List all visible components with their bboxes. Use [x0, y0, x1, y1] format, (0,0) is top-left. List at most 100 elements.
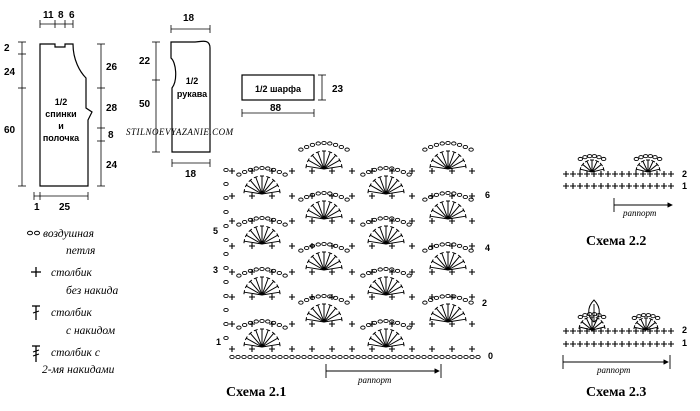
- dc-stitch: [261, 176, 269, 195]
- sc-stitch: [249, 243, 255, 249]
- dc-stitch: [385, 229, 399, 245]
- dc-stitch-top: [338, 311, 342, 316]
- schema-2-3-title: Схема 2.3: [586, 385, 646, 400]
- sc-stitch: [229, 321, 235, 327]
- chain-stitch: [242, 219, 248, 225]
- dc-stitch: [370, 337, 387, 348]
- chain-stitch: [577, 156, 583, 162]
- dc-stitch-top: [315, 251, 320, 255]
- sc-stitch: [369, 243, 375, 249]
- sc-stitch: [469, 218, 475, 224]
- sc-icon: [31, 267, 41, 277]
- dc-stitch-top: [333, 153, 338, 157]
- sc-stitch: [369, 193, 375, 199]
- dc-stitch-top: [340, 164, 343, 169]
- dc-stitch: [323, 255, 337, 271]
- dc-stitch: [379, 329, 387, 348]
- sc-stitch: [429, 168, 435, 174]
- chain-stitch: [259, 266, 265, 272]
- dim-24-right: 24: [106, 160, 118, 171]
- dc-stitch: [368, 190, 387, 195]
- dc-stitch: [373, 229, 387, 245]
- sc-stitch: [563, 183, 569, 189]
- sc-stitch: [469, 321, 475, 327]
- chain-stitch: [468, 197, 474, 202]
- chain-stitch: [394, 320, 401, 325]
- dc-stitch: [249, 229, 263, 245]
- dc-stitch-top: [452, 200, 457, 204]
- dc-stitch-top: [395, 279, 400, 283]
- legend-tr-text-2: 2-мя накидами: [42, 364, 115, 376]
- dc-stitch-top: [595, 159, 600, 163]
- chain-stitch: [265, 166, 271, 171]
- dc-stitch-top: [306, 158, 310, 163]
- chain-stitch: [344, 300, 350, 305]
- sc-stitch: [577, 328, 583, 334]
- dc-stitch: [385, 176, 393, 195]
- dc-stitch: [306, 165, 325, 170]
- legend-sc-text-2: без накида: [66, 285, 118, 297]
- dc-stitch: [581, 321, 593, 331]
- dc-stitch-top: [457, 153, 462, 157]
- sc-stitch: [309, 193, 315, 199]
- dc-stitch: [261, 184, 278, 195]
- chain-stitch: [298, 300, 304, 305]
- sc-stitch: [626, 341, 632, 347]
- chain-stitch: [223, 167, 229, 173]
- chain-stitch: [445, 354, 451, 360]
- dc-stitch-top: [333, 306, 338, 310]
- dc-stitch: [261, 291, 280, 296]
- sc-stitch: [598, 328, 604, 334]
- sc-stitch: [469, 294, 475, 300]
- sc-stitch: [289, 243, 295, 249]
- dc-stitch: [638, 164, 649, 173]
- sc-stitch: [329, 321, 335, 327]
- chain-stitch: [383, 318, 389, 324]
- sc-stitch: [329, 218, 335, 224]
- dc-stitch: [385, 291, 404, 296]
- chain-stitch: [428, 194, 434, 200]
- dc-stitch: [308, 260, 325, 271]
- sc-stitch: [584, 341, 590, 347]
- sc-stitch: [633, 183, 639, 189]
- sc-stitch: [369, 269, 375, 275]
- dim-2: 2: [4, 43, 10, 54]
- dc-stitch-top: [328, 251, 333, 255]
- sc-stitch: [469, 168, 475, 174]
- dc-stitch-top: [340, 265, 343, 270]
- dc-stitch: [441, 151, 449, 170]
- schema-2-1: 6 4 2 0 5 3 1 раппорт Схема 2.1: [213, 140, 493, 400]
- dc-stitch-top: [315, 150, 320, 154]
- sc-stitch: [269, 294, 275, 300]
- dc-stitch: [385, 184, 402, 195]
- dc-stitch-top: [271, 178, 276, 182]
- dc-stitch: [435, 255, 449, 271]
- dc-stitch-top: [402, 290, 405, 295]
- chain-stitch: [641, 313, 647, 318]
- dc-stitch: [311, 154, 325, 170]
- sc-stitch: [668, 183, 674, 189]
- sc-stitch: [369, 168, 375, 174]
- legend-sc: столбик без накида: [31, 267, 118, 297]
- chain-stitch: [247, 354, 253, 360]
- dc-stitch-top: [276, 183, 280, 188]
- dc-stitch: [255, 329, 263, 348]
- row-number-3: 3: [213, 265, 218, 275]
- chain-stitch: [223, 251, 229, 257]
- sc-stitch: [469, 346, 475, 352]
- sc-stitch: [229, 218, 235, 224]
- back-front-label-1: 1/2: [55, 97, 68, 107]
- sc-stitch: [229, 243, 235, 249]
- chain-stitch: [631, 315, 637, 321]
- dc-stitch-top: [367, 342, 370, 347]
- chain-stitch: [475, 354, 481, 360]
- dc-stitch-top: [649, 317, 654, 321]
- dc-stitch: [447, 318, 466, 323]
- chain-stitch: [344, 248, 350, 253]
- dc-stitch-top: [452, 251, 457, 255]
- dc-stitch: [379, 226, 387, 245]
- dc-stitch: [591, 168, 604, 173]
- chain-stitch: [223, 265, 229, 271]
- legend-dc: столбик с накидом: [32, 305, 116, 337]
